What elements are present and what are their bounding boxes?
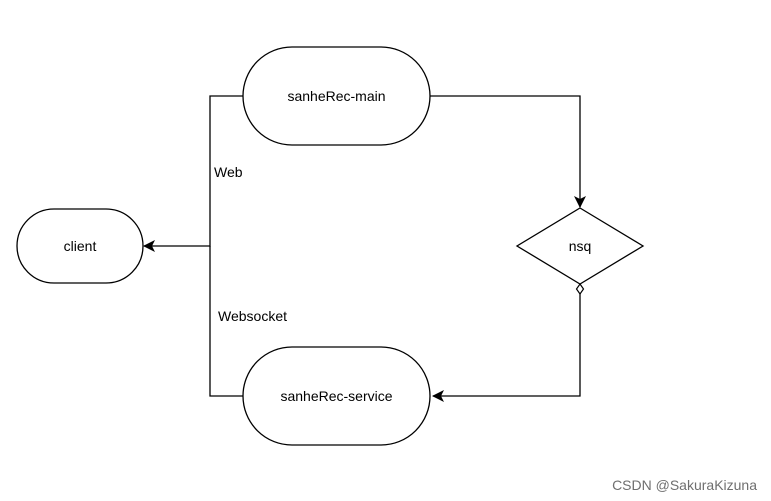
edge-service-to-client — [209, 246, 243, 397]
watermark: CSDN @SakuraKizuna — [612, 477, 757, 493]
edge-label-web: Web — [214, 164, 243, 180]
node-nsq-label: nsq — [569, 238, 592, 254]
edge-nsq-to-service — [432, 292, 581, 402]
node-sanherec-service — [242, 346, 431, 446]
node-client-label: client — [64, 238, 97, 254]
node-sanherec-main-label: sanheRec-main — [287, 88, 385, 104]
edge-start-diamond — [575, 282, 585, 296]
edge-label-websocket: Websocket — [218, 308, 287, 324]
node-client — [16, 208, 144, 284]
edge-main-to-nsq — [430, 95, 586, 208]
node-sanherec-main — [242, 46, 431, 146]
edge-main-to-client — [143, 95, 243, 252]
node-sanherec-service-label: sanheRec-service — [280, 388, 392, 404]
node-nsq — [515, 207, 645, 285]
